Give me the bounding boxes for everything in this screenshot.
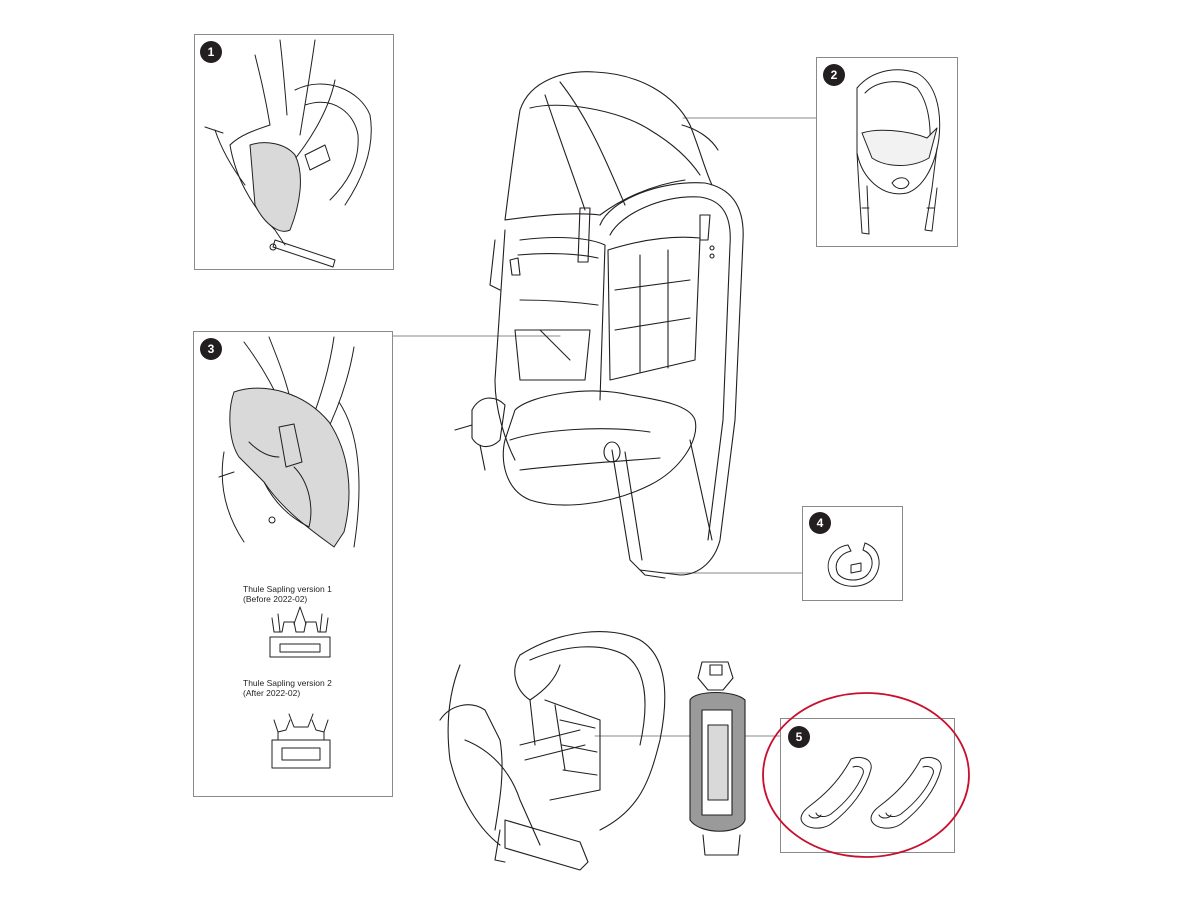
step-badge-1: 1 — [200, 41, 222, 63]
version-2-date: (After 2022-02) — [243, 688, 301, 698]
shoulder-strap-illustration — [690, 662, 745, 855]
step-badge-3: 3 — [200, 338, 222, 360]
version-2-title: Thule Sapling version 2 — [243, 678, 332, 688]
child-carrier-illustration — [455, 72, 743, 578]
seat-interior-illustration — [440, 632, 665, 870]
buckle-version-1-illustration — [269, 606, 331, 658]
panel-5: 5 — [780, 718, 955, 853]
buckle-version-2-illustration — [271, 713, 331, 769]
version-1-title: Thule Sapling version 1 — [243, 584, 332, 594]
strap-pad-right — [870, 756, 942, 829]
panel-3: 3 — [193, 331, 393, 797]
strap-pad-left — [800, 756, 872, 829]
panel-2: 2 — [816, 57, 958, 247]
step-badge-2: 2 — [823, 64, 845, 86]
panel-5-illustration — [800, 756, 942, 829]
panel-1-illustration — [204, 39, 372, 268]
panel-2-illustration — [856, 69, 941, 235]
panel-4-illustration — [827, 542, 880, 587]
step-badge-4: 4 — [809, 512, 831, 534]
panel-1: 1 — [194, 34, 394, 270]
panel-4: 4 — [802, 506, 903, 601]
version-1-date: (Before 2022-02) — [243, 594, 308, 604]
panel-3-illustration — [218, 336, 360, 769]
